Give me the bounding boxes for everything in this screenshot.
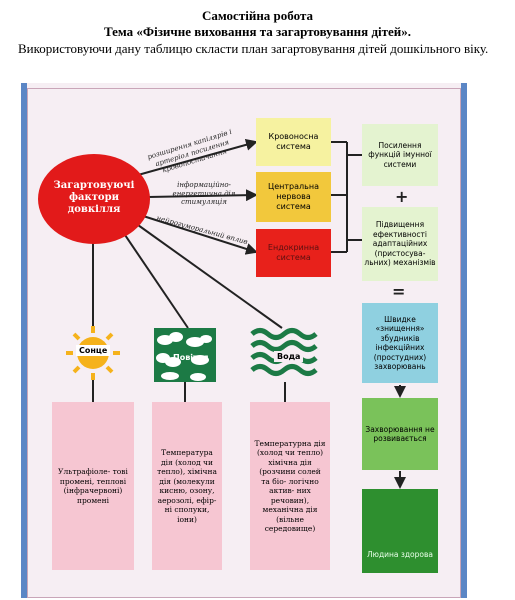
air-label: Повітря: [173, 353, 209, 362]
box-immune: Посилення функцій імунної системи: [362, 124, 438, 186]
box-decrease: Швидке «знищення» збудників інфекційних …: [362, 303, 438, 383]
air-icon: [154, 328, 216, 382]
plus-symbol: +: [395, 187, 409, 206]
factors-circle: [38, 154, 150, 244]
box-no-disease: Захворювання не розвивається: [362, 398, 438, 470]
sun-label: Сонце: [76, 345, 111, 356]
arrow-to-nerve: [147, 189, 258, 202]
frame-inner-border: [27, 88, 461, 598]
frame-right-border: [461, 83, 467, 598]
box-endocrine-system: Ендокринна система: [256, 229, 331, 277]
arrow-to-endocrine: [139, 214, 258, 255]
desc-sun: Ультрафіоле- тові промені, теплові (інфр…: [52, 402, 134, 570]
line-to-air: [124, 234, 189, 329]
box-adaptation: Підвищення ефективності адаптаційних (пр…: [362, 207, 438, 281]
desc-water: Температурна дія (холод чи тепло) хімічн…: [250, 402, 330, 570]
arrow-label-nerve: інформаційно- енергетична дія стимуляція: [172, 181, 236, 206]
box-nerve-system: Центральна нервова система: [256, 172, 331, 222]
line-to-water: [137, 224, 283, 329]
water-icon: [250, 328, 318, 376]
arrow-to-blood: [119, 138, 258, 181]
frame-left-border: [21, 83, 27, 598]
water-label: Вода: [274, 351, 304, 362]
box-blood-system: Кровоносна система: [256, 118, 331, 166]
document-theme: Тема «Фізичне виховання та загартовуванн…: [103, 24, 412, 39]
box-healthy: Людина здорова: [362, 489, 438, 573]
document-task: Використовуючи дану таблицю скласти план…: [18, 41, 489, 56]
document-title: Самостійна робота: [201, 8, 313, 23]
circle-label: Загартовуючі фактори довкілля: [53, 180, 135, 215]
equals-symbol: =: [392, 282, 406, 301]
desc-air: Температура дія (холод чи тепло), хімічн…: [152, 402, 222, 570]
